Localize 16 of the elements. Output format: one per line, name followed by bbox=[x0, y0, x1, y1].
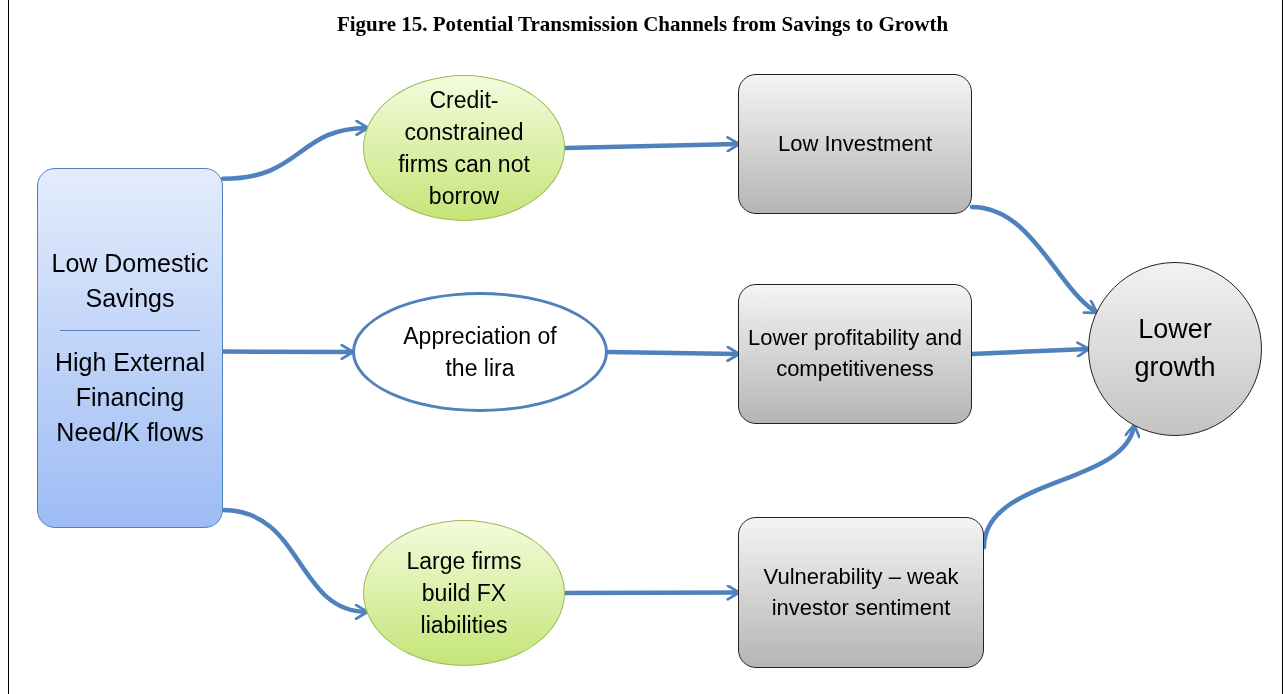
node-text: High External Financing Need/K flows bbox=[53, 347, 207, 448]
node-text: Vulnerability – weak investor sentiment bbox=[762, 562, 960, 622]
arrow bbox=[981, 423, 1139, 550]
arrow bbox=[969, 204, 1099, 315]
node-text: Low Investment bbox=[776, 129, 934, 158]
node-text: Low Domestic Savings bbox=[50, 248, 210, 314]
node-text: Appreciation of the lira bbox=[402, 321, 558, 383]
node-text: Lower profitability and competitiveness bbox=[747, 324, 963, 383]
rounded-box bbox=[37, 168, 223, 528]
rounded-box bbox=[738, 74, 972, 214]
rounded-box bbox=[738, 517, 984, 668]
node-text: Large firms build FX liabilities bbox=[405, 546, 523, 641]
node-text: Credit-constrained firms can not borrow bbox=[397, 85, 531, 212]
figure-title: Figure 15. Potential Transmission Channels from Savings to Growth bbox=[335, 12, 950, 37]
node-text: Lower growth bbox=[1133, 313, 1217, 384]
rounded-box bbox=[738, 284, 972, 424]
